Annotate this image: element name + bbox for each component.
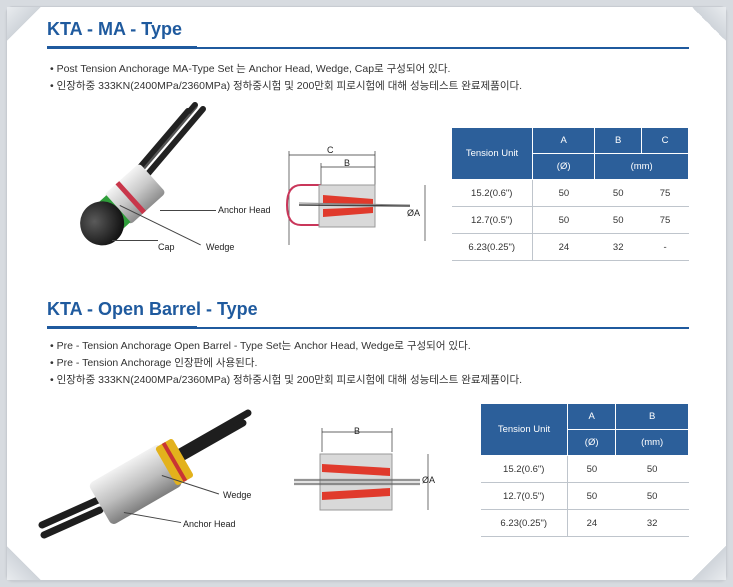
table-units-row: (Ø) (mm) bbox=[452, 153, 689, 180]
table-unit-cell: (Ø) bbox=[566, 429, 617, 456]
table-header-col: C bbox=[641, 127, 689, 154]
page-corner-decoration bbox=[7, 546, 41, 580]
bullet-item: Pre - Tension Anchorage Open Barrel - Ty… bbox=[50, 338, 522, 355]
table-cell: 32 bbox=[594, 233, 642, 261]
open-barrel-product-photo bbox=[38, 409, 252, 539]
table-cell: 15.2(0.6") bbox=[480, 455, 568, 483]
bullet-item: Pre - Tension Anchorage 인장판에 사용된다. bbox=[50, 355, 522, 372]
table-row: 6.23(0.25") 24 32 - bbox=[451, 233, 689, 261]
table-cell: 50 bbox=[532, 179, 595, 207]
table-units-row: (Ø) (mm) bbox=[481, 429, 689, 456]
ma-type-bullets: Post Tension Anchorage MA-Type Set 는 Anc… bbox=[50, 61, 522, 95]
table-header-col: B bbox=[594, 127, 643, 154]
dimension-label-c: C bbox=[327, 145, 334, 155]
page-corner-decoration bbox=[692, 7, 726, 41]
ma-type-spec-table: Tension Unit A B C (Ø) (mm) 15.2(0.6") 5… bbox=[451, 127, 689, 261]
ma-type-section-drawing bbox=[285, 151, 426, 245]
table-cell: 50 bbox=[532, 206, 595, 234]
label-anchor-head: Anchor Head bbox=[218, 205, 271, 215]
table-cell: 50 bbox=[567, 455, 616, 483]
table-cell: 6.23(0.25") bbox=[451, 233, 533, 261]
table-cell: 75 bbox=[641, 206, 689, 234]
label-anchor-head: Anchor Head bbox=[183, 519, 236, 529]
ma-type-product-photo bbox=[80, 102, 206, 246]
bullet-item: 인장하중 333KN(2400MPa/2360MPa) 정하중시험 및 200만… bbox=[50, 372, 522, 389]
leader-line bbox=[160, 210, 216, 211]
table-cell: 24 bbox=[532, 233, 595, 261]
table-cell: 12.7(0.5") bbox=[451, 206, 533, 234]
open-barrel-spec-table: Tension Unit A B (Ø) (mm) 15.2(0.6") 50 … bbox=[480, 403, 689, 537]
dimension-label-b: B bbox=[354, 426, 361, 436]
table-row: 15.2(0.6") 50 50 75 bbox=[451, 179, 689, 207]
page-corner-decoration bbox=[692, 546, 726, 580]
table-cell: 75 bbox=[641, 179, 689, 207]
table-cell: 50 bbox=[594, 179, 642, 207]
table-row: 6.23(0.25") 24 32 bbox=[480, 509, 689, 537]
table-unit-cell: (mm) bbox=[615, 429, 689, 456]
bullet-item: 인장하중 333KN(2400MPa/2360MPa) 정하중시험 및 200만… bbox=[50, 78, 522, 95]
table-header-row: Tension Unit A B C bbox=[451, 127, 689, 180]
label-wedge: Wedge bbox=[223, 490, 252, 500]
label-cap: Cap bbox=[158, 242, 175, 252]
section-title-ma-type: KTA - MA - Type bbox=[47, 19, 182, 39]
section-divider bbox=[47, 326, 689, 329]
dimension-label-dia: ØA bbox=[407, 208, 421, 218]
table-header-col: A bbox=[566, 403, 617, 430]
table-cell: 24 bbox=[567, 509, 616, 537]
label-wedge: Wedge bbox=[206, 242, 235, 252]
table-cell: 15.2(0.6") bbox=[451, 179, 533, 207]
open-barrel-bullets: Pre - Tension Anchorage Open Barrel - Ty… bbox=[50, 338, 522, 389]
page-corner-decoration bbox=[7, 7, 41, 41]
table-row: 12.7(0.5") 50 50 bbox=[480, 482, 689, 510]
table-header-col: B bbox=[615, 403, 689, 430]
table-unit-cell: (Ø) bbox=[531, 153, 596, 180]
table-cell: - bbox=[641, 233, 689, 261]
section-divider bbox=[47, 46, 689, 49]
dimension-label-b: B bbox=[344, 158, 351, 168]
dimension-label-dia: ØA bbox=[422, 475, 436, 485]
table-header-tension-unit: Tension Unit bbox=[480, 403, 568, 456]
table-unit-cell: (mm) bbox=[594, 153, 689, 180]
table-cell: 50 bbox=[615, 455, 689, 483]
table-cell: 50 bbox=[594, 206, 642, 234]
table-cell: 50 bbox=[567, 482, 616, 510]
table-header-col: A bbox=[531, 127, 596, 154]
table-header-tension-unit: Tension Unit bbox=[451, 127, 533, 180]
table-row: 15.2(0.6") 50 50 bbox=[480, 455, 689, 483]
section-title-open-barrel-type: KTA - Open Barrel - Type bbox=[47, 299, 258, 319]
leader-line bbox=[112, 240, 158, 241]
table-cell: 6.23(0.25") bbox=[480, 509, 568, 537]
table-row: 12.7(0.5") 50 50 75 bbox=[451, 206, 689, 234]
table-cell: 32 bbox=[615, 509, 689, 537]
table-header-row: Tension Unit A B bbox=[480, 403, 689, 456]
open-barrel-section-drawing bbox=[294, 428, 429, 511]
bullet-item: Post Tension Anchorage MA-Type Set 는 Anc… bbox=[50, 61, 522, 78]
table-cell: 50 bbox=[615, 482, 689, 510]
table-cell: 12.7(0.5") bbox=[480, 482, 568, 510]
